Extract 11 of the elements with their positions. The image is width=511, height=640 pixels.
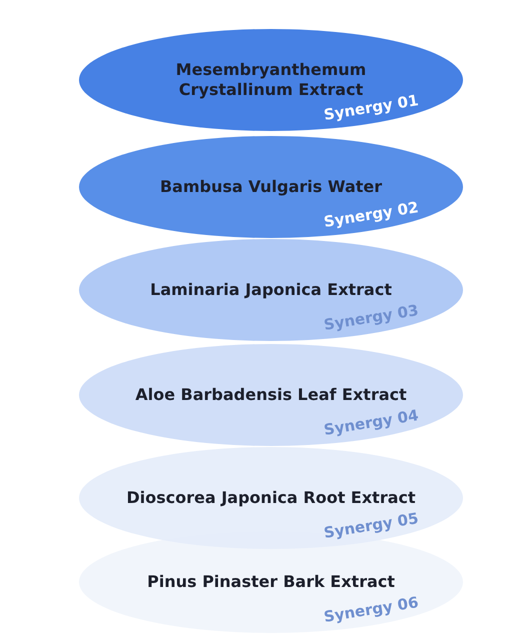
ingredient-name: Aloe Barbadensis Leaf Extract — [134, 385, 408, 405]
synergy-label: Synergy 05 — [322, 509, 420, 542]
ingredient-name: Laminaria Japonica Extract — [149, 280, 393, 300]
ingredient-name: Bambusa Vulgaris Water — [158, 177, 384, 197]
ingredient-name: Pinus Pinaster Bark Extract — [146, 572, 396, 592]
synergy-label: Synergy 02 — [322, 198, 420, 231]
ingredient-name: Mesembryanthemum Crystallinum Extract — [174, 60, 368, 100]
synergy-label: Synergy 06 — [322, 593, 420, 626]
ingredient-name: Dioscorea Japonica Root Extract — [125, 488, 417, 508]
synergy-label: Synergy 04 — [322, 406, 420, 439]
synergy-label: Synergy 03 — [322, 301, 420, 334]
